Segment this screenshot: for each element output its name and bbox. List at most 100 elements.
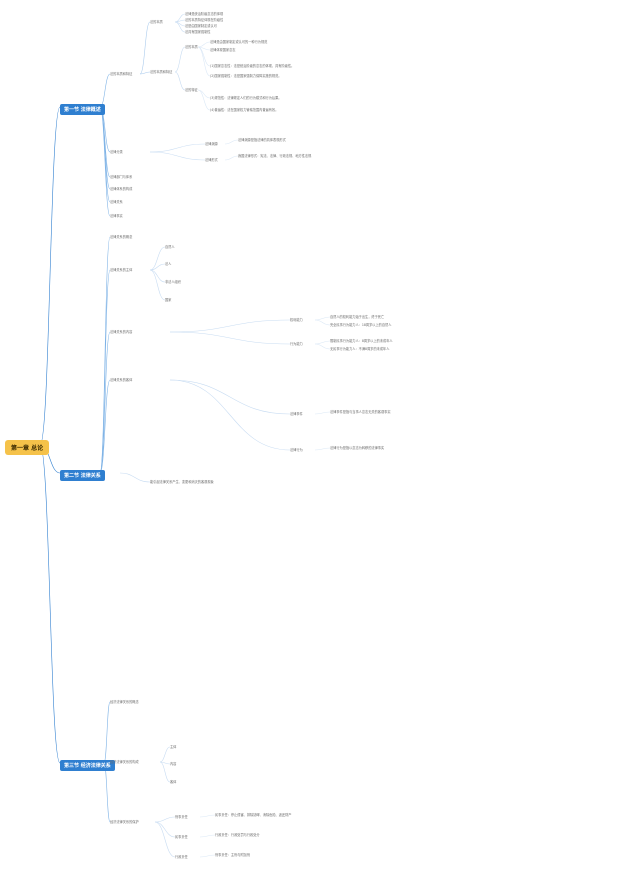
connector <box>314 340 331 345</box>
s1-features-line: 法律是由国家制定或认可的一种行为规范 <box>210 40 268 44</box>
connector <box>99 106 111 190</box>
s1-features-sub: 法的本质 <box>185 45 198 49</box>
s3-protect-line: 刑事责任：主刑与附加刑 <box>215 853 251 857</box>
s1-features-label: 法的本质和特征 <box>150 70 173 74</box>
connector <box>314 316 331 321</box>
s2-fact: 法律事件 <box>290 412 303 416</box>
connector <box>99 269 111 474</box>
connector <box>314 319 331 326</box>
s2-fact-line: 法律事件是指与当事人意志无关的客观事实 <box>330 410 391 414</box>
s2-item[interactable]: 法律关系的概念 <box>110 235 133 239</box>
s3-item[interactable]: 经济法律关系的概念 <box>110 700 139 704</box>
connector <box>197 46 211 51</box>
connector <box>169 379 291 451</box>
connector <box>99 331 111 474</box>
s2-subject: 法人 <box>165 262 172 266</box>
section-node-2[interactable]: 第二节 法律关系 <box>60 470 105 481</box>
connector <box>174 21 186 33</box>
s2-item[interactable]: 法律关系的客体 <box>110 378 133 382</box>
s1-class-sub: 法律形式 <box>205 158 218 162</box>
connector <box>197 41 211 48</box>
s2-subject: 自然人 <box>165 245 175 249</box>
connector <box>314 343 331 350</box>
s3-item[interactable]: 经济法律关系的构成 <box>110 760 139 764</box>
connector <box>169 319 291 333</box>
connector <box>99 379 111 474</box>
connector <box>169 331 291 345</box>
connector <box>99 73 111 108</box>
s3-protect-line: 民事责任：停止侵害、排除妨碍、消除危险、返还财产 <box>215 813 292 817</box>
s1-meaning-item: 法的本质特征体现在阶级性 <box>185 18 224 22</box>
s3-sub: 客体 <box>170 780 177 784</box>
s2-capacity-line: 限制民事行为能力人：8周岁以上的未成年人 <box>330 339 393 343</box>
s2-capacity: 行为能力 <box>290 342 303 346</box>
s1-misc[interactable]: 法律体系的构成 <box>110 187 133 191</box>
connector <box>199 854 216 858</box>
connector <box>149 269 166 283</box>
s1-class-line: 我国法律形式：宪法、法律、行政法规、地方性法规 <box>238 154 312 158</box>
connector <box>174 46 186 73</box>
s2-capacity-line: 自然人的权利能力始于出生，终于死亡 <box>330 315 385 319</box>
connector <box>119 472 151 483</box>
s1-meaning-label: 法的本质 <box>150 20 163 24</box>
connector <box>159 746 171 763</box>
s2-fact-line: 法律行为是指以意志为转移的法律事实 <box>330 446 385 450</box>
s3-protect-line: 行政责任：行政处罚与行政处分 <box>215 833 260 837</box>
s2-subject: 非法人组织 <box>165 280 181 284</box>
connector <box>197 89 211 111</box>
root-node[interactable]: 第一章 总论 <box>5 440 50 455</box>
connector <box>39 444 61 764</box>
connector <box>39 106 61 446</box>
connector <box>314 411 331 415</box>
connector <box>99 236 111 474</box>
s2-item[interactable]: 法律关系的内容 <box>110 330 133 334</box>
connector <box>174 19 186 23</box>
s3-protect: 刑事责任 <box>175 815 188 819</box>
s1-class[interactable]: 法律分类 <box>110 150 123 154</box>
connector <box>169 379 291 415</box>
s2-note: 能引起法律关系产生、变更和消灭的客观现象 <box>150 480 214 484</box>
s3-protect: 行政责任 <box>175 855 188 859</box>
s3-item[interactable]: 经济法律关系的保护 <box>110 820 139 824</box>
s2-item[interactable]: 法律关系的主体 <box>110 268 133 272</box>
connector <box>174 71 186 91</box>
s1-meaning-item: 法是由国家制定或认可 <box>185 24 217 28</box>
section-node-3[interactable]: 第三节 经济法律关系 <box>60 760 115 771</box>
connector <box>154 821 176 838</box>
s1-topic-meaning[interactable]: 法的本质和特征 <box>110 72 133 76</box>
s2-capacity-line: 完全民事行为能力人：18周岁以上的自然人 <box>330 323 392 327</box>
connector <box>154 816 176 823</box>
connector <box>103 701 111 764</box>
s1-features-line: 法律体现国家意志 <box>210 48 236 52</box>
connector <box>149 143 206 153</box>
s3-sub: 主体 <box>170 745 177 749</box>
connector <box>159 761 171 765</box>
connector <box>149 151 206 161</box>
s1-class-line: 法律渊源是指法律的具体表现形式 <box>238 138 286 142</box>
s1-meaning-item: 法具有国家强制性 <box>185 30 211 34</box>
connector <box>224 155 239 161</box>
connector <box>154 821 176 858</box>
s1-features-sub: 法的特征 <box>185 88 198 92</box>
s1-char-line: (4)普遍性：法在国家权力管辖范围内普遍有效。 <box>210 108 279 112</box>
connector <box>149 269 166 301</box>
s1-misc[interactable]: 法律事实 <box>110 214 123 218</box>
connector <box>159 761 171 783</box>
s1-misc[interactable]: 法律部门与体系 <box>110 175 133 179</box>
s1-char-line: (1)国家意志性：法是统治阶级的意志的体现，具有阶级性。 <box>210 64 295 68</box>
section-node-1[interactable]: 第一节 法律概述 <box>60 104 105 115</box>
s3-protect: 民事责任 <box>175 835 188 839</box>
connector <box>224 139 239 145</box>
s3-sub: 内容 <box>170 762 177 766</box>
s2-capacity: 权利能力 <box>290 318 303 322</box>
s1-misc[interactable]: 法律关系 <box>110 200 123 204</box>
s1-meaning-item: 法律是统治阶级意志的体现 <box>185 12 224 16</box>
connector <box>139 71 151 75</box>
connector <box>314 447 331 451</box>
s1-class-sub: 法律渊源 <box>205 142 218 146</box>
connector <box>149 263 166 271</box>
s2-fact: 法律行为 <box>290 448 303 452</box>
s1-char-line: (2)国家强制性：法是国家强制力保障实施的规范。 <box>210 74 282 78</box>
